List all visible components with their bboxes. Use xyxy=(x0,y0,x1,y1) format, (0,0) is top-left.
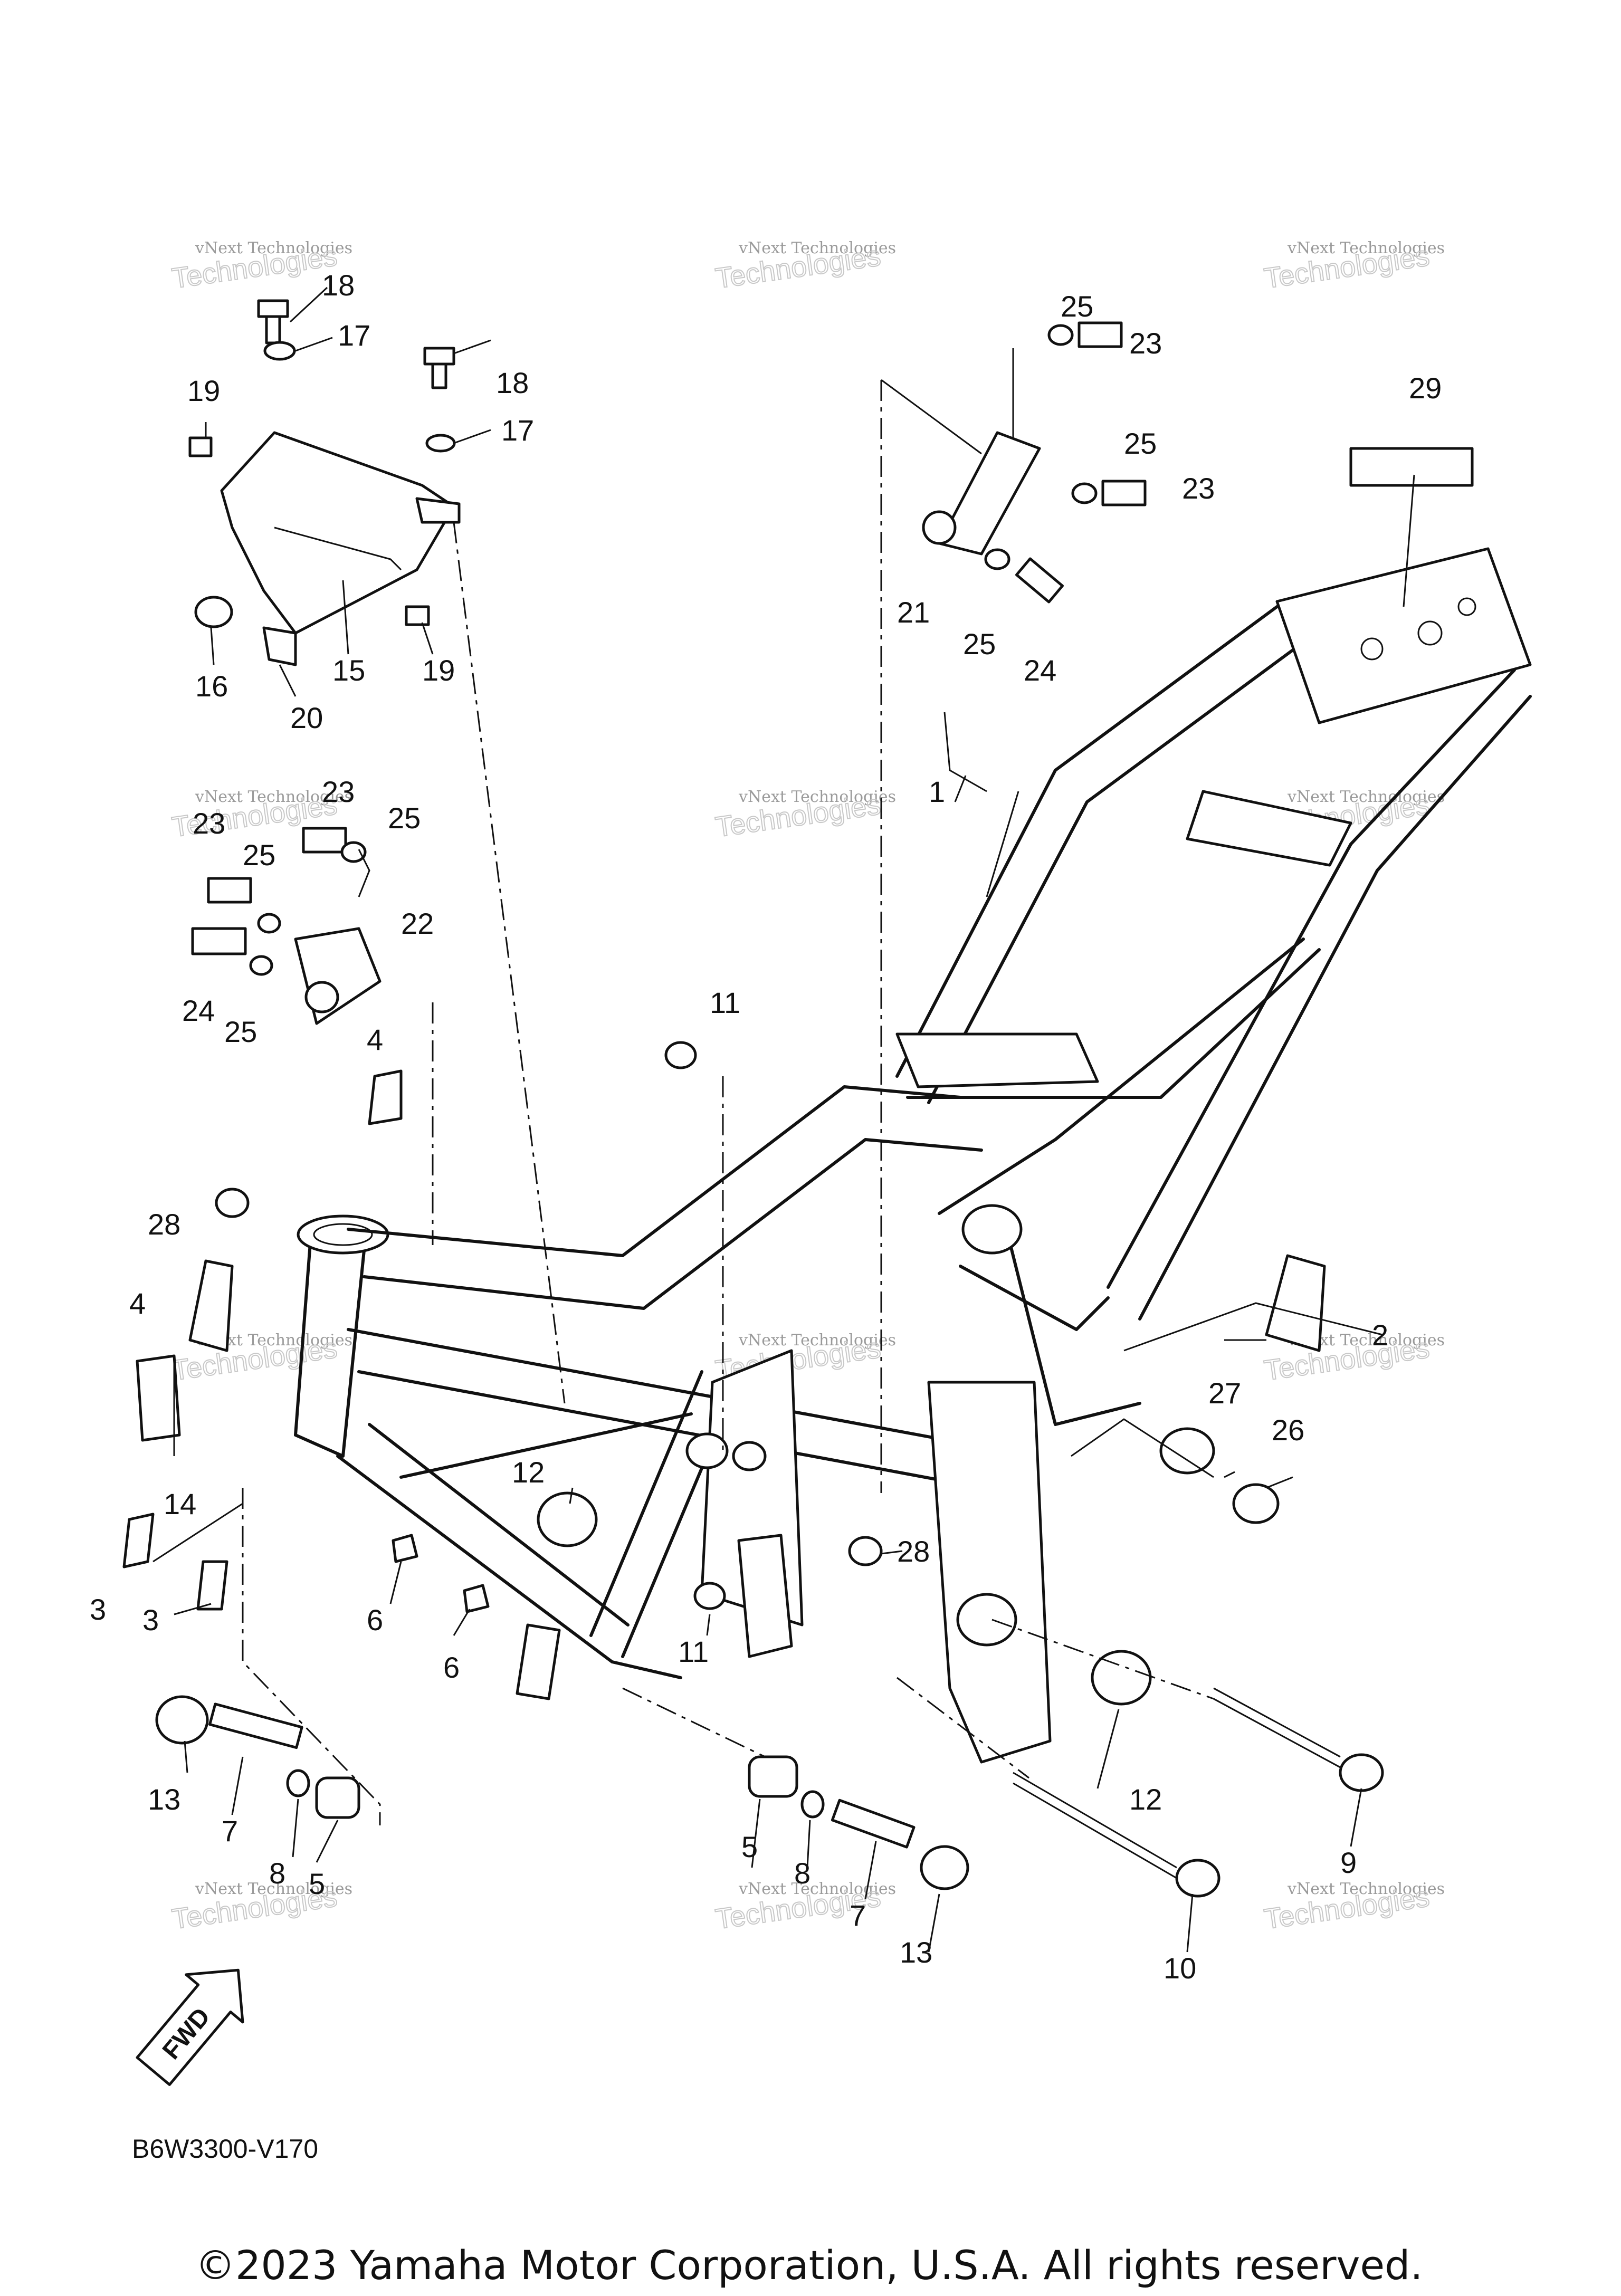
callout-25: 25 xyxy=(1061,290,1093,323)
callout-24: 24 xyxy=(1024,654,1056,687)
watermark: vNext Technologies xyxy=(1287,1880,1445,1898)
callout-1: 1 xyxy=(929,775,945,808)
callout-25: 25 xyxy=(388,801,421,835)
watermark: vNext Technologies xyxy=(1287,239,1445,257)
callout-28: 28 xyxy=(148,1208,180,1241)
callout-labels: 1 2 3 3 4 4 5 5 6 6 7 7 8 8 9 10 11 11 1… xyxy=(90,269,1442,1985)
callout-7: 7 xyxy=(222,1814,238,1848)
callout-23: 23 xyxy=(322,775,355,808)
callout-25: 25 xyxy=(243,838,275,872)
callout-3: 3 xyxy=(90,1593,106,1626)
callout-4: 4 xyxy=(367,1023,383,1056)
callout-4: 4 xyxy=(129,1287,146,1320)
watermark: vNext Technologies xyxy=(738,239,896,257)
callout-29: 29 xyxy=(1409,371,1442,405)
callout-25: 25 xyxy=(1124,427,1157,460)
watermark: vNext Technologies xyxy=(195,1880,352,1898)
watermark: vNext Technologies xyxy=(738,1880,896,1898)
callout-17: 17 xyxy=(338,319,370,352)
watermark: vNext Technologies xyxy=(738,788,896,806)
callout-21: 21 xyxy=(897,596,930,629)
callout-22: 22 xyxy=(401,907,434,940)
callout-6: 6 xyxy=(367,1603,383,1637)
small-hardware xyxy=(122,299,1474,1898)
diagram-part-code: B6W3300-V170 xyxy=(132,2134,318,2164)
callout-5: 5 xyxy=(309,1867,325,1900)
callout-23: 23 xyxy=(1182,472,1215,505)
callout-25: 25 xyxy=(224,1015,257,1048)
watermark: vNext Technologies xyxy=(738,1331,896,1350)
copyright-notice: ©2023 Yamaha Motor Corporation, U.S.A. A… xyxy=(195,2242,1423,2289)
callout-5: 5 xyxy=(741,1830,758,1863)
callout-19: 19 xyxy=(422,654,455,687)
callout-9: 9 xyxy=(1340,1846,1357,1879)
callout-8: 8 xyxy=(269,1857,285,1890)
callout-20: 20 xyxy=(290,701,323,734)
callout-3: 3 xyxy=(142,1603,159,1637)
callout-27: 27 xyxy=(1208,1376,1241,1410)
fwd-arrow: FWD xyxy=(136,1968,244,2086)
callout-12: 12 xyxy=(512,1456,545,1489)
callout-7: 7 xyxy=(850,1899,866,1932)
callout-15: 15 xyxy=(332,654,365,687)
callout-10: 10 xyxy=(1164,1951,1196,1985)
callout-23: 23 xyxy=(1129,327,1162,360)
callout-11: 11 xyxy=(678,1635,709,1668)
watermark: vNext Technologies xyxy=(1287,788,1445,806)
callout-14: 14 xyxy=(164,1487,196,1520)
leader-lines xyxy=(152,286,1415,1953)
callout-13: 13 xyxy=(148,1783,180,1816)
callout-24: 24 xyxy=(182,994,215,1027)
main-frame xyxy=(294,547,1532,1764)
callout-16: 16 xyxy=(195,669,228,703)
callout-2: 2 xyxy=(1372,1318,1388,1352)
callout-25: 25 xyxy=(963,627,996,661)
callout-18: 18 xyxy=(322,269,355,302)
callout-6: 6 xyxy=(443,1651,460,1684)
watermark: vNext Technologies xyxy=(195,788,352,806)
callout-18: 18 xyxy=(496,366,529,399)
callout-11: 11 xyxy=(710,986,740,1019)
callout-17: 17 xyxy=(501,414,534,447)
callout-12: 12 xyxy=(1129,1783,1162,1816)
callout-13: 13 xyxy=(900,1936,932,1969)
callout-23: 23 xyxy=(193,807,225,840)
callout-8: 8 xyxy=(794,1857,810,1890)
callout-26: 26 xyxy=(1272,1413,1304,1447)
battery-box xyxy=(220,431,461,635)
callout-28: 28 xyxy=(897,1535,930,1568)
watermark: vNext Technologies xyxy=(195,239,352,257)
callout-19: 19 xyxy=(187,374,220,407)
